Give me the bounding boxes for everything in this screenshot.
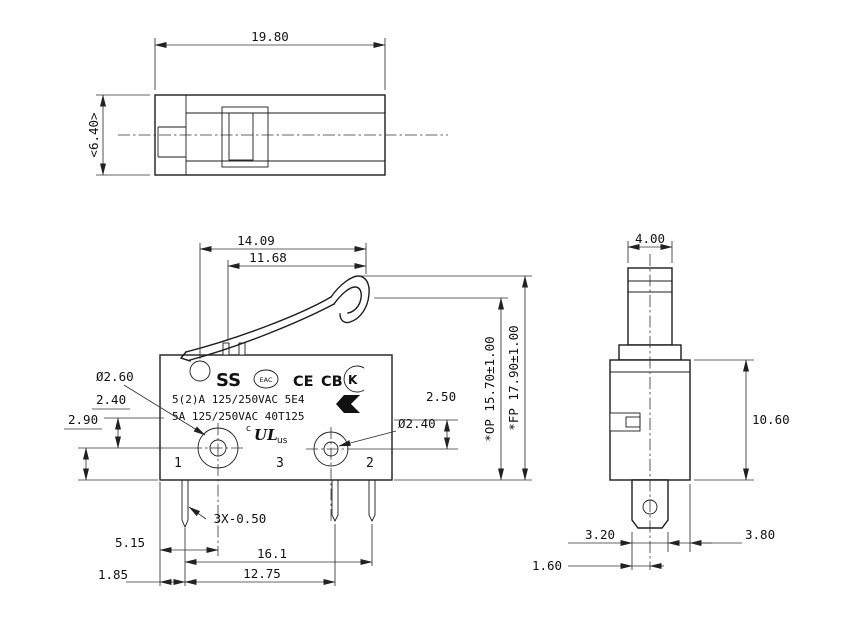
dim-hole-right-diameter: Ø2.40 bbox=[398, 416, 436, 431]
terminal-pin-1 bbox=[181, 479, 189, 529]
dim-3-80: 3.80 bbox=[745, 527, 775, 542]
terminal-pin-2 bbox=[368, 479, 376, 523]
dim-19-80: 19.80 bbox=[251, 29, 289, 44]
dim-14-09: 14.09 bbox=[237, 233, 275, 248]
front-view: SS EAC CE CB K 5(2)A 125/250VAC 5E4 5A 1… bbox=[64, 233, 532, 586]
dim-fp: *FP 17.90±1.00 bbox=[506, 325, 521, 430]
dim-4-00: 4.00 bbox=[635, 231, 665, 246]
terminal-1-label: 1 bbox=[174, 456, 182, 471]
dim-2-90: 2.90 bbox=[68, 412, 98, 427]
rating-line-2: 5A 125/250VAC 40T125 bbox=[172, 410, 304, 423]
terminal-2-label: 2 bbox=[366, 456, 374, 471]
dim-hole-left-diameter: Ø2.60 bbox=[96, 369, 134, 384]
dim-1-60: 1.60 bbox=[532, 558, 562, 573]
terminal-3-label: 3 bbox=[276, 456, 284, 471]
top-view: 19.80 <6.40> bbox=[86, 29, 448, 176]
front-view-body bbox=[159, 354, 393, 481]
dim-2-50: 2.50 bbox=[426, 389, 456, 404]
eac-mark: EAC bbox=[260, 376, 273, 384]
lever-arm bbox=[179, 275, 370, 362]
cert-mark-black bbox=[336, 395, 360, 413]
ul-mark-us: us bbox=[277, 436, 288, 446]
dim-10-60: 10.60 bbox=[752, 412, 790, 427]
dim-op: *OP 15.70±1.00 bbox=[482, 336, 497, 441]
dim-1-85: 1.85 bbox=[98, 567, 128, 582]
side-notch bbox=[609, 412, 641, 432]
dim-16-1: 16.1 bbox=[257, 546, 287, 561]
side-view: 4.00 10.60 3.20 3.80 1.60 bbox=[532, 231, 790, 573]
ce-mark: CE bbox=[293, 374, 314, 390]
dim-11-68: 11.68 bbox=[249, 250, 287, 265]
dim-2-40: 2.40 bbox=[96, 392, 126, 407]
cb-mark: CB bbox=[321, 374, 343, 390]
kc-mark-arc bbox=[343, 365, 365, 393]
dim-12-75: 12.75 bbox=[243, 566, 281, 581]
ul-mark-c: c bbox=[246, 424, 251, 434]
ul-mark: UL bbox=[254, 426, 278, 444]
brand-marking: SS bbox=[216, 370, 241, 391]
dim-5-15: 5.15 bbox=[115, 535, 145, 550]
lever-pivot bbox=[189, 360, 211, 382]
eac-mark-oval bbox=[253, 369, 279, 389]
kc-mark: K bbox=[348, 373, 358, 387]
terminal-pin-3 bbox=[331, 479, 339, 523]
dim-3-20: 3.20 bbox=[585, 527, 615, 542]
dim-pin-size: 3X-0.50 bbox=[214, 511, 267, 526]
dim-6-40: <6.40> bbox=[86, 112, 101, 157]
rating-line-1: 5(2)A 125/250VAC 5E4 bbox=[172, 393, 305, 406]
